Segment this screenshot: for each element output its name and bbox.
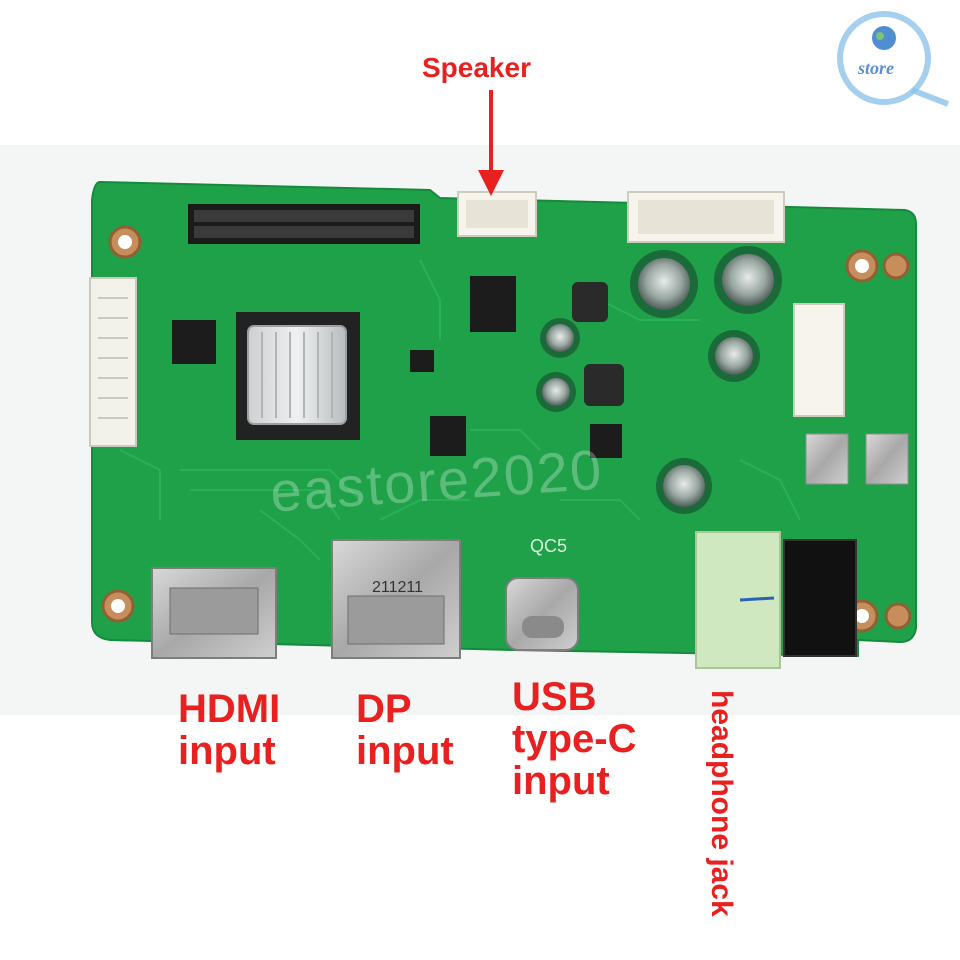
right-connector <box>793 303 845 417</box>
pin-header-pins <box>194 210 414 238</box>
pcb-traces <box>119 259 801 561</box>
dp-label: DP input <box>356 687 454 773</box>
dp-code-text: 211211 <box>372 579 423 596</box>
speaker-arrow <box>478 90 504 196</box>
dc-jack <box>783 539 857 657</box>
shield-pads <box>805 433 909 485</box>
inductors <box>572 282 624 406</box>
left-connector <box>89 277 137 447</box>
headphone-jack-label: headphone jack <box>705 690 738 917</box>
speaker-label: Speaker <box>422 52 531 83</box>
usb-c-label: USB type-C input <box>512 675 637 803</box>
usb-c-port <box>505 577 579 651</box>
heatsink <box>247 325 347 425</box>
hdmi-label: HDMI input <box>178 687 281 773</box>
headphone-jack <box>695 531 781 669</box>
small-ics <box>172 276 622 458</box>
qc-marking: QC5 <box>530 536 567 556</box>
store-logo <box>837 11 950 107</box>
capacitors <box>536 246 782 514</box>
logo-text: store <box>858 58 894 78</box>
